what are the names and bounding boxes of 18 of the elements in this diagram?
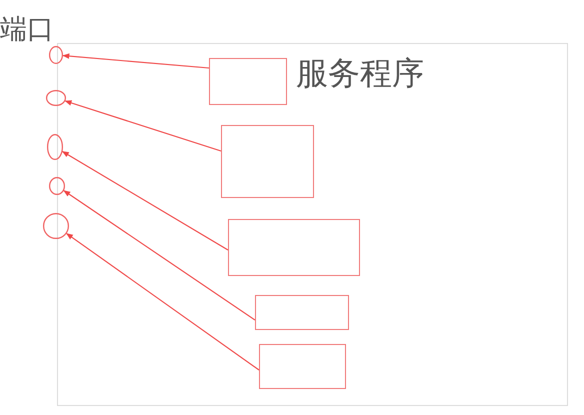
frame-box — [57, 43, 568, 406]
service-label: 服务程序 — [296, 57, 424, 89]
port-ellipse — [46, 90, 66, 106]
port-ellipse — [47, 134, 63, 160]
program-box — [228, 219, 360, 276]
port-ellipse — [49, 46, 63, 64]
program-box — [255, 295, 349, 330]
port-ellipse — [49, 177, 65, 195]
port-ellipse — [43, 213, 69, 239]
arrow — [64, 100, 222, 152]
program-box — [221, 125, 314, 198]
program-box — [259, 344, 346, 389]
arrow — [62, 53, 210, 69]
port-label: 端口 — [0, 16, 54, 43]
arrow — [63, 190, 256, 320]
arrow — [66, 233, 260, 370]
program-box — [209, 58, 287, 105]
arrow — [62, 151, 228, 250]
